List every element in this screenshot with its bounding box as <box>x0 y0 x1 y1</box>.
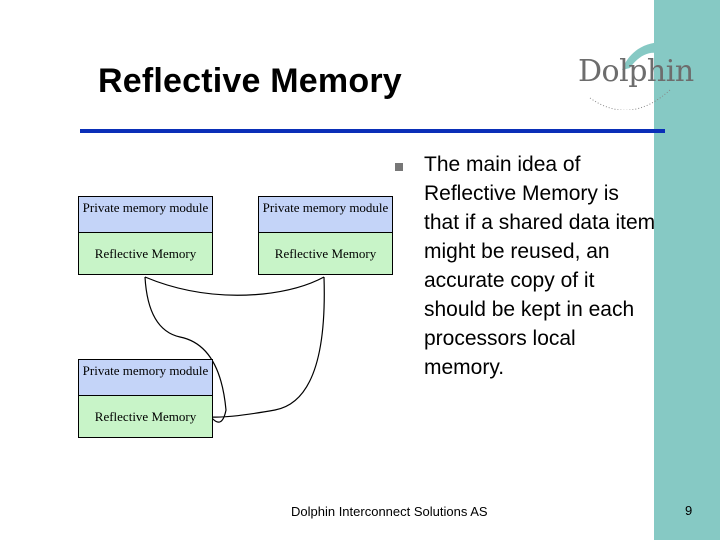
memory-module-3: Private memory module Reflective Memory <box>78 359 213 438</box>
dolphin-logo: Dolphin <box>570 30 694 110</box>
slide-title: Reflective Memory <box>98 62 402 100</box>
private-memory-block: Private memory module <box>259 197 392 233</box>
memory-module-1: Private memory module Reflective Memory <box>78 196 213 275</box>
footer-text: Dolphin Interconnect Solutions AS <box>291 504 488 519</box>
bullet-square-icon <box>395 163 403 171</box>
private-memory-block: Private memory module <box>79 197 212 233</box>
reflective-memory-block: Reflective Memory <box>79 233 212 274</box>
title-rule <box>80 129 665 133</box>
logo-wordmark: Dolphin <box>578 54 694 89</box>
link-module1-module2 <box>144 276 325 296</box>
link-module1-module3 <box>144 276 227 423</box>
private-memory-block: Private memory module <box>79 360 212 396</box>
link-module2-module3 <box>210 276 325 418</box>
reflective-memory-block: Reflective Memory <box>79 396 212 437</box>
page-number: 9 <box>685 503 693 518</box>
side-bar <box>654 0 720 540</box>
bullet-text: The main idea of Reflective Memory is th… <box>424 153 656 379</box>
reflective-memory-block: Reflective Memory <box>259 233 392 274</box>
memory-module-2: Private memory module Reflective Memory <box>258 196 393 275</box>
dolphin-icon <box>589 40 674 110</box>
